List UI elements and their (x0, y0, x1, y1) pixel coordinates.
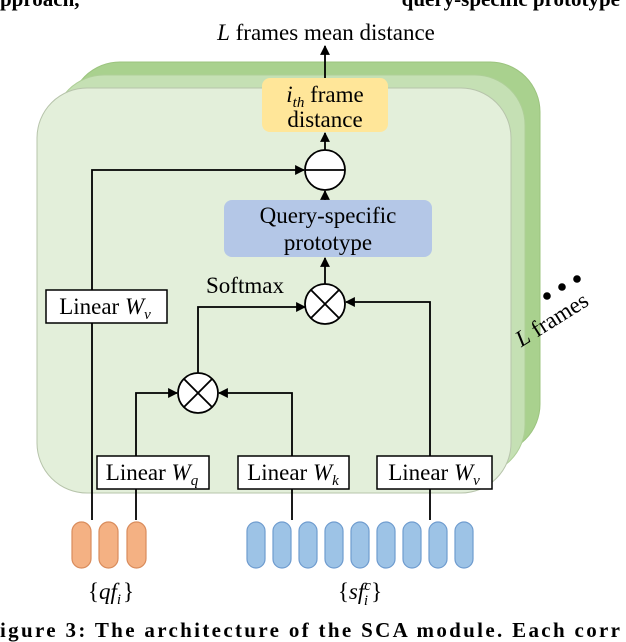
support-token (428, 521, 448, 569)
support-token (324, 521, 344, 569)
query-token (126, 521, 147, 569)
linear-wk-box (237, 455, 350, 490)
query-features-open: { (88, 579, 99, 604)
linear-wv-right-box (376, 455, 493, 490)
linear-wk: Linear Wk (237, 455, 350, 490)
linear-wq: Linear Wq (96, 455, 210, 490)
frame-distance-var: i (286, 82, 292, 107)
multiply-upper-stroke-b (310, 289, 340, 319)
value-left-to-subtract-arrow (91, 165, 305, 290)
linear-wq-sub: q (191, 473, 199, 489)
support-token (376, 521, 396, 569)
support-token (402, 521, 422, 569)
ellipsis-dot (558, 283, 566, 291)
linear-wv-left-sub: v (144, 307, 151, 323)
prototype-box (224, 200, 432, 257)
output-label: L frames mean distance (216, 20, 435, 45)
figure-caption: igure 3: The architecture of the SCA mod… (0, 618, 620, 642)
linear-wv-left-var: W (125, 294, 146, 319)
support-features-close: } (371, 579, 382, 604)
linear-wq-var: W (172, 460, 193, 485)
frame-distance-sub: th (293, 95, 305, 111)
linear-wv-right-var: W (454, 460, 475, 485)
query-features-label: {qfi} (88, 579, 134, 608)
frame-stack (36, 61, 541, 494)
softmax-to-multiply-arrow (197, 302, 306, 373)
prototype-line2: prototype (284, 230, 372, 255)
support-features-sup: c (364, 578, 371, 594)
linear-wq-box (96, 455, 210, 490)
support-feature-tokens (246, 521, 474, 569)
softmax-label: Softmax (206, 273, 284, 298)
frame-distance-line2: distance (287, 107, 362, 132)
linear-wv-left-label: Linear Wv (59, 294, 151, 323)
query-token (98, 521, 119, 569)
output-label-var: L (216, 20, 230, 45)
support-features-open: { (338, 579, 349, 604)
support-token (454, 521, 474, 569)
support-token (246, 521, 266, 569)
linear-wv-left: Linear Wv (45, 289, 168, 324)
multiply-lower-stroke-b (183, 378, 213, 408)
linear-wv-right-sub: v (473, 473, 480, 489)
support-features-var: sf (349, 579, 368, 604)
frames-ellipsis (543, 275, 581, 300)
query-feature-tokens (71, 521, 147, 569)
subtract-operator (304, 149, 346, 191)
linear-wv-right-label: Linear Wv (388, 460, 480, 489)
ellipsis-dot (573, 275, 581, 283)
linear-wk-var: W (313, 460, 334, 485)
header-fragment-left: pproach, (0, 0, 80, 11)
linear-wq-label: Linear Wq (106, 460, 199, 489)
value-right-to-multiply-arrow (345, 297, 431, 456)
linear-wv-right-word: Linear (388, 460, 448, 485)
frame-distance-box (262, 78, 388, 132)
output-label-text: frames mean distance (236, 20, 435, 45)
ellipsis-dot (543, 292, 551, 300)
support-token (350, 521, 370, 569)
query-features-sub: i (117, 592, 121, 608)
prototype-line1: Query-specific (260, 203, 397, 228)
frame-distance-text: frame (310, 82, 364, 107)
linear-wk-sub: k (332, 473, 339, 489)
multiply-operator-lower (177, 372, 219, 414)
linear-wv-left-box (45, 289, 168, 324)
header-fragment-right: query-specific prototype (402, 0, 620, 11)
linear-wq-word: Linear (106, 460, 166, 485)
query-token (71, 521, 92, 569)
support-token (272, 521, 292, 569)
query-features-close: } (123, 579, 134, 604)
key-proj-to-multiply-arrow (218, 388, 293, 456)
linear-wv-right: Linear Wv (376, 455, 493, 490)
linear-wk-label: Linear Wk (247, 460, 339, 489)
support-token (298, 521, 318, 569)
support-features-sub: i (364, 593, 368, 609)
query-features-var: qf (99, 579, 121, 604)
linear-wv-left-word: Linear (59, 294, 119, 319)
query-proj-to-multiply-arrow (135, 388, 178, 456)
multiply-operator-upper (304, 283, 346, 325)
frame-distance-line1: ith frame (286, 82, 363, 112)
linear-wk-word: Linear (247, 460, 307, 485)
